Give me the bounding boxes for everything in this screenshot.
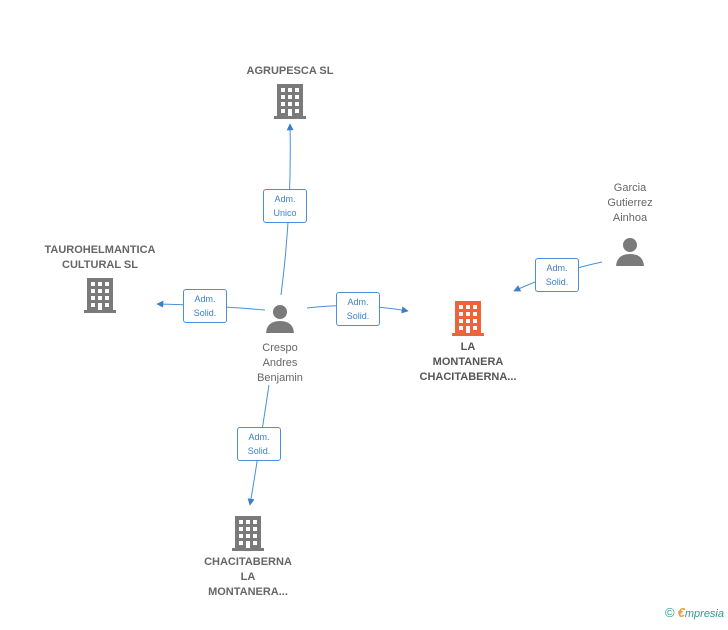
building-icon	[452, 301, 484, 336]
node-montanera-main[interactable]: LA MONTANERA CHACITABERNA...	[398, 300, 538, 385]
node-agrupesca[interactable]: AGRUPESCA SL	[230, 64, 350, 119]
node-label-line2: CULTURAL SL	[62, 259, 138, 271]
node-chacitaberna[interactable]: CHACITABERNA LA MONTANERA...	[188, 515, 308, 600]
node-label-line3: Benjamin	[257, 372, 303, 384]
node-label-line1: LA	[460, 341, 476, 353]
empresia-logo-text: mpresia	[684, 608, 724, 620]
empresia-logo-e: €	[677, 605, 685, 620]
node-label-line1: TAUROHELMANTICA	[44, 244, 156, 256]
node-label: AGRUPESCA SL	[246, 65, 334, 77]
node-label-line2: Gutierrez	[607, 197, 653, 209]
edge-label-line2: Solid.	[247, 446, 271, 456]
node-label-line1: Crespo	[262, 342, 298, 354]
edge-label-line2: Solid.	[193, 308, 217, 318]
building-icon	[84, 278, 116, 313]
node-label-line2: MONTANERA	[432, 356, 504, 368]
edge-label-crespo-chacitaberna[interactable]: Adm. Solid.	[237, 427, 281, 461]
node-label-line2: LA	[240, 571, 256, 583]
building-icon	[274, 84, 306, 119]
node-label-line3: CHACITABERNA...	[419, 371, 517, 383]
node-crespo[interactable]: Crespo Andres Benjamin	[230, 303, 330, 386]
building-icon	[232, 516, 264, 551]
edge-label-line1: Adm.	[274, 194, 296, 204]
edge-label-line2: Unico	[273, 208, 297, 218]
edge-label-garcia-montanera[interactable]: Adm. Solid.	[535, 258, 579, 292]
edge-label-line1: Adm.	[194, 294, 216, 304]
edge-label-crespo-taurohelmantica[interactable]: Adm. Solid.	[183, 289, 227, 323]
copyright-symbol: ©	[664, 605, 675, 620]
node-label-line1: CHACITABERNA	[204, 556, 292, 568]
edge-label-crespo-montanera[interactable]: Adm. Solid.	[336, 292, 380, 326]
node-garcia[interactable]: Garcia Gutierrez Ainhoa	[580, 181, 680, 266]
edge-label-line2: Solid.	[545, 277, 569, 287]
edge-label-line1: Adm.	[248, 432, 270, 442]
person-icon	[616, 238, 644, 266]
node-label-line3: MONTANERA...	[208, 586, 288, 598]
edge-label-line1: Adm.	[347, 297, 369, 307]
edge-label-line1: Adm.	[546, 263, 568, 273]
edge-label-crespo-agrupesca[interactable]: Adm. Unico	[263, 189, 307, 223]
node-label-line2: Andres	[262, 357, 298, 369]
node-label-line1: Garcia	[613, 182, 647, 194]
brand-watermark: © €mpresia	[665, 605, 724, 620]
edge-label-line2: Solid.	[346, 311, 370, 321]
node-taurohelmantica[interactable]: TAUROHELMANTICA CULTURAL SL	[30, 243, 170, 313]
node-label-line3: Ainhoa	[612, 212, 648, 224]
person-icon	[266, 305, 294, 333]
